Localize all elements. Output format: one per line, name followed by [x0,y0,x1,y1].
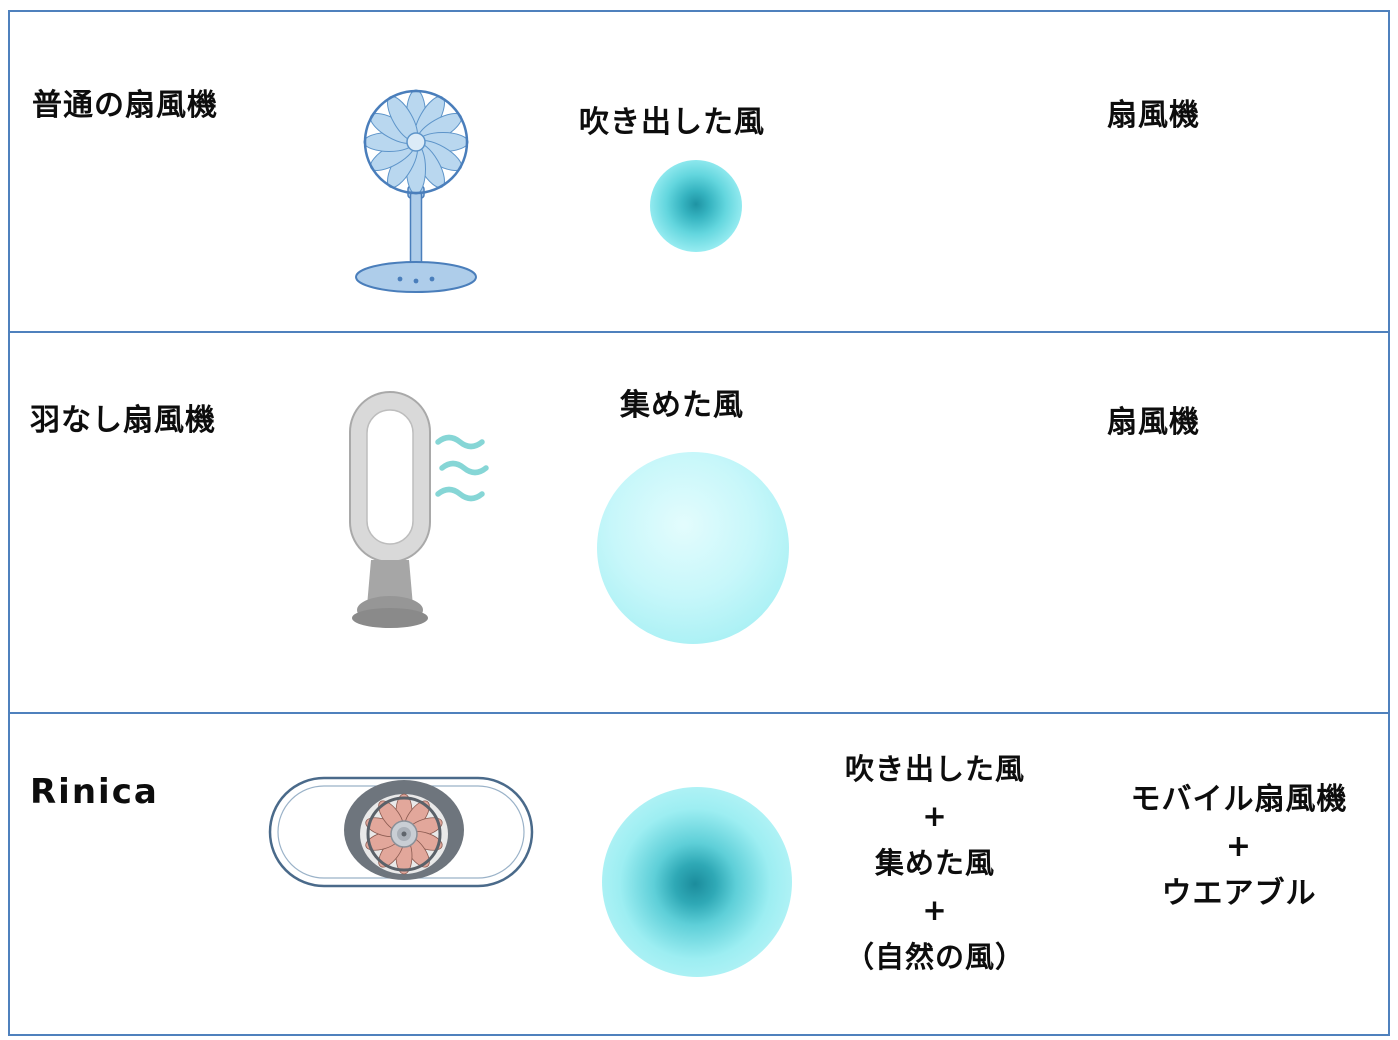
wind-formula: 吹き出した風 + 集めた風 + （自然の風） [792,746,1078,981]
rinica-device-icon [268,776,534,888]
row-label-bladeless-fan: 羽なし扇風機 [30,403,216,438]
row-rinica: Rinica [10,714,1388,1034]
wind-blob-collected [597,452,789,644]
row-label-ordinary-fan: 普通の扇風機 [32,88,218,123]
wind-formula-plus-2: + [922,893,948,927]
row-label-rinica: Rinica [30,772,159,812]
pedestal-fan-illustration [342,70,490,308]
category-rinica-line-1: モバイル扇風機 [1130,782,1348,817]
wind-formula-line-3: （自然の風） [844,940,1025,974]
row-bladeless-fan: 羽なし扇風機 集めた風 扇風機 [10,333,1388,714]
category-rinica-line-2: ウエアブル [1161,876,1317,911]
category-label-fan-1: 扇風機 [1107,98,1200,133]
category-label-fan-2: 扇風機 [1107,405,1200,440]
row-ordinary-fan: 普通の扇風機 [10,12,1388,333]
wind-formula-plus-1: + [922,799,948,833]
wind-formula-line-1: 吹き出した風 [844,752,1025,786]
category-rinica-plus: + [1225,829,1253,864]
category-rinica: モバイル扇風機 + ウエアブル [1094,776,1384,917]
rinica-device-illustration [264,762,554,902]
wind-label-collected: 集めた風 [620,388,744,423]
wind-formula-line-2: 集めた風 [874,846,995,880]
bladeless-fan-illustration [330,384,497,637]
bladeless-fan-icon [349,391,489,628]
wind-blob-combined [602,787,792,977]
wind-label-blown: 吹き出した風 [579,105,765,140]
pedestal-fan-icon [355,89,477,293]
wind-blob-blown [650,160,742,252]
comparison-table: 普通の扇風機 [8,10,1390,1036]
